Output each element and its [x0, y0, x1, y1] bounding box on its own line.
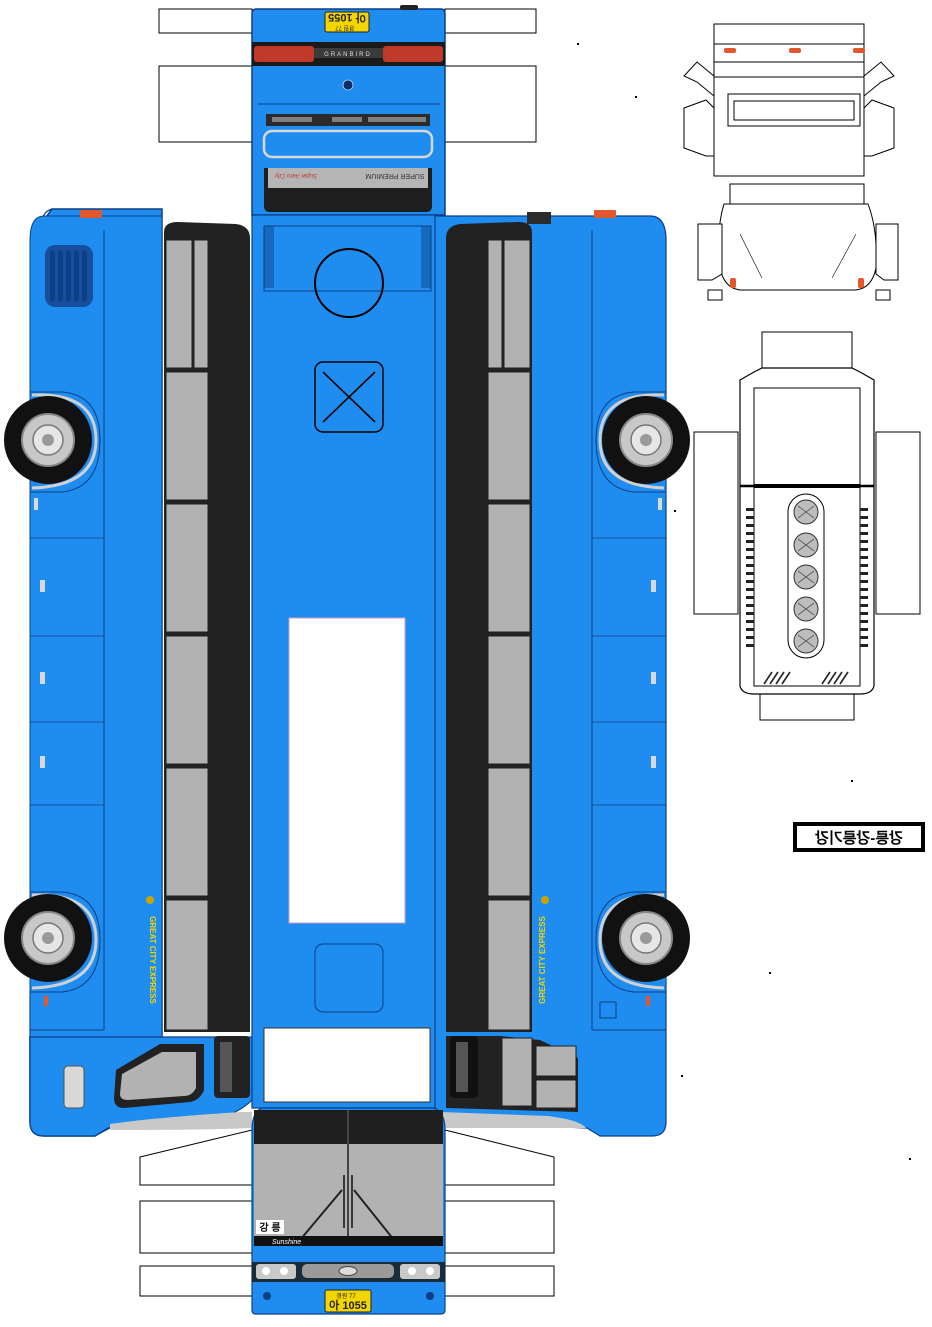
left-engine-vent	[45, 245, 93, 307]
left-front-wheel	[4, 894, 92, 982]
front-license-plate	[324, 1289, 372, 1313]
tab-rear-top-right	[444, 8, 537, 34]
roof-ac-unit	[288, 617, 406, 924]
roof-panel	[251, 214, 446, 1109]
destination-sign: 강릉-강릉기강	[793, 822, 925, 852]
svg-text:GRANBIRD: GRANBIRD	[324, 52, 372, 58]
tab-rear-mid-left	[158, 65, 253, 143]
tab-front-2-left	[139, 1200, 253, 1254]
tab-front-1-left	[139, 1129, 253, 1186]
rear-script: Super Aero City	[274, 172, 317, 178]
tab-front-2-right	[444, 1200, 555, 1254]
destination-sign-text: 강릉-강릉기강	[815, 829, 903, 847]
left-rear-wheel	[4, 396, 92, 484]
tab-front-1-right	[444, 1129, 555, 1186]
rear-plate-main: 아 1055	[328, 11, 366, 25]
left-side-panel: GREAT CITY EXPRESS	[4, 208, 253, 1137]
front-emblem	[338, 1266, 358, 1276]
front-route-sign: 강 릉	[259, 1221, 280, 1234]
roof-emergency-hatch	[314, 361, 384, 433]
roof-front-hatch	[314, 943, 384, 1013]
left-fuel-cap	[63, 1065, 85, 1109]
right-side-panel: GREAT CITY EXPRESS	[434, 210, 690, 1137]
tab-rear-top-left	[158, 8, 253, 34]
rear-plate-top: 경원 77	[335, 24, 355, 32]
right-windows	[446, 222, 532, 1032]
front-brand: Sunshine	[272, 1239, 301, 1246]
left-side-lettering: GREAT CITY EXPRESS	[148, 916, 157, 1004]
left-windows	[164, 222, 250, 1032]
front-plate-main: 아 1055	[329, 1298, 367, 1312]
front-panel: 강 릉 Sunshine 경원 77 아 1055	[251, 1107, 446, 1315]
rear-window	[262, 129, 434, 159]
front-headlight-right	[400, 1264, 440, 1279]
chassis-vents-right	[860, 508, 868, 647]
front-plate-top: 경원 77	[336, 1292, 356, 1300]
chassis-vents-left	[746, 508, 754, 647]
rear-emblem	[342, 79, 354, 91]
glue-tabs	[139, 8, 555, 1297]
chassis-piece	[693, 331, 921, 721]
right-front-wheel	[602, 894, 690, 982]
tab-front-3-right	[444, 1265, 555, 1297]
bumper-piece-top	[683, 23, 895, 177]
right-side-lettering: GREAT CITY EXPRESS	[538, 915, 547, 1003]
tab-rear-mid-right	[444, 65, 537, 143]
tab-front-3-left	[139, 1265, 253, 1297]
right-rear-wheel	[602, 396, 690, 484]
rear-badge: SUPER PREMIUM	[365, 172, 424, 179]
roof-front-cutout	[263, 1027, 431, 1103]
front-wiper-left	[299, 1189, 343, 1241]
front-headlight-left	[256, 1264, 296, 1279]
rear-panel: 경원 77 아 1055 GRANBIRD SUPER PREMIUM Supe…	[251, 5, 446, 216]
rear-license-plate	[324, 11, 370, 33]
front-wiper-right	[353, 1189, 395, 1241]
roof-round-hatch	[314, 248, 384, 318]
bumper-piece-middle	[697, 183, 899, 301]
